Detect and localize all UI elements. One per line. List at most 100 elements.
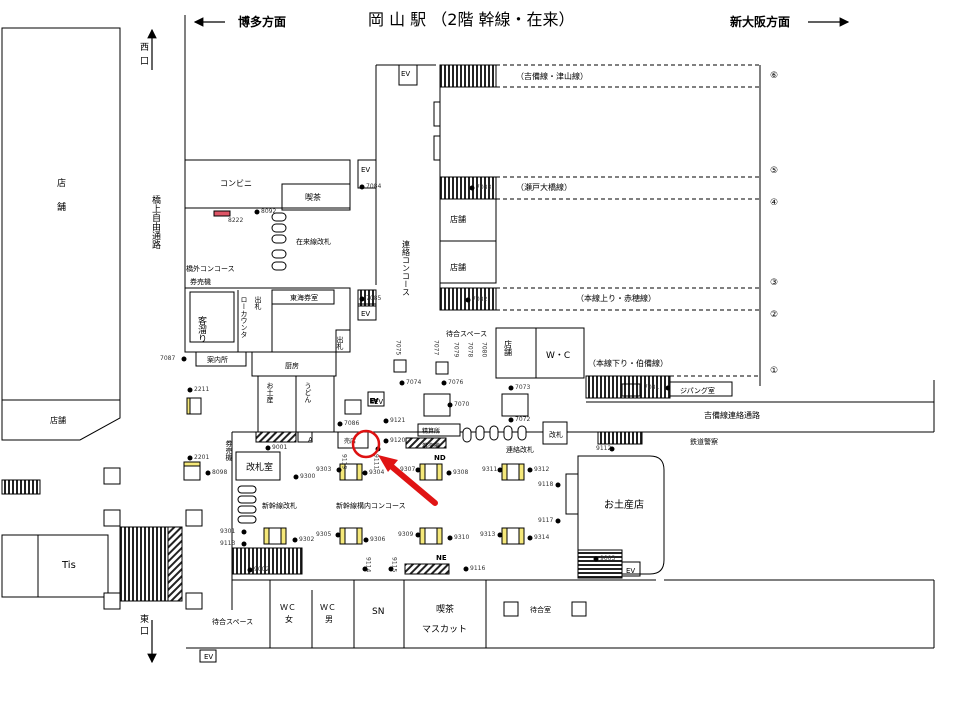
- renraku-concourse-label: 連絡コンコース: [402, 239, 411, 296]
- kaisatsushitsu-label: 改札室: [246, 461, 273, 473]
- svg-text:9116: 9116: [470, 565, 485, 572]
- svg-text:9111: 9111: [373, 454, 380, 469]
- left-pillar: [103, 467, 121, 485]
- omiyage-label: お土産: [266, 382, 274, 404]
- svg-text:7086: 7086: [344, 420, 359, 427]
- free-passage-label: 橋上自由通路: [150, 194, 161, 250]
- seto-ohashi-label: （瀬戸大橋線）: [516, 182, 572, 192]
- svg-text:8222: 8222: [228, 217, 243, 224]
- kissa-muscat-b: マスカット: [422, 624, 467, 635]
- shinkansen-concourse-label: 新幹線構内コンコース: [336, 501, 406, 510]
- low-counter-label: ローカウンタ: [240, 296, 248, 338]
- ne-label: NE: [436, 554, 447, 562]
- sn-label: SN: [372, 607, 384, 617]
- pillars: [183, 397, 525, 545]
- svg-text:7074: 7074: [406, 379, 421, 386]
- shinkansen-gate-stanchions: [237, 485, 257, 524]
- svg-text:9310: 9310: [454, 534, 469, 541]
- shop-label-a: 店舗: [450, 214, 466, 224]
- bottom-rooms: [186, 579, 935, 663]
- svg-text:9121: 9121: [390, 417, 405, 424]
- svg-text:9303: 9303: [316, 466, 331, 473]
- omiyage-store-label: お土産店: [604, 498, 644, 511]
- svg-text:9001: 9001: [272, 444, 287, 451]
- omiyage-store: [565, 383, 665, 579]
- jipangu-label: ジパング室: [680, 386, 715, 395]
- left-shops: [1, 27, 121, 441]
- ev-label-6: EV: [204, 653, 213, 661]
- svg-text:9308: 9308: [453, 469, 468, 476]
- kaisatsu-label: 改札: [549, 430, 563, 439]
- tis-label: Tis: [61, 560, 76, 571]
- east-exit: 東 口: [140, 613, 157, 664]
- ev-label-1: EV: [361, 166, 370, 174]
- svg-text:7073: 7073: [515, 384, 530, 391]
- tis-block: [1, 509, 203, 610]
- wc-female-label-a: ＷＣ: [280, 603, 296, 612]
- svg-text:9112: 9112: [596, 445, 611, 452]
- page-title: 岡 山 駅 （2階 幹線・在来）: [368, 10, 575, 29]
- svg-text:9003: 9003: [600, 555, 615, 562]
- svg-text:7085: 7085: [366, 295, 381, 302]
- svg-text:鉄道警察: 鉄道警察: [690, 437, 718, 446]
- udon-label: うどん: [304, 382, 312, 403]
- west-direction: 博多方面: [238, 14, 286, 29]
- svg-text:9301: 9301: [220, 528, 235, 535]
- platform-4: ④: [770, 198, 778, 208]
- shop-label-c: 店舗: [504, 339, 513, 357]
- svg-text:9002: 9002: [254, 566, 269, 573]
- svg-text:9120: 9120: [390, 437, 405, 444]
- id-markers: 7084 8092 8222 7085 7087 2211 7086 9121 …: [160, 183, 671, 573]
- svg-text:9114: 9114: [365, 557, 372, 572]
- machiai-label: 待合スペース: [446, 329, 487, 338]
- left-stairs: [1, 479, 41, 495]
- deguchi-label-2: 出札: [336, 335, 344, 351]
- svg-text:7082: 7082: [472, 296, 487, 303]
- left-shop-label-b: 舗: [57, 201, 66, 213]
- svg-text:9311: 9311: [482, 466, 497, 473]
- gate-a-label: A: [308, 436, 313, 444]
- svg-text:7084: 7084: [366, 183, 381, 190]
- svg-text:EV: EV: [370, 398, 379, 405]
- ticket-machine-label: 券売機: [190, 277, 211, 286]
- kiosk-label: 売店: [344, 437, 356, 445]
- kitchen-label: 厨房: [285, 361, 299, 370]
- svg-text:7075: 7075: [395, 340, 402, 355]
- platform-5: ⑤: [770, 166, 778, 176]
- shuttle-label: 精算所: [422, 427, 440, 435]
- ev-label-5: EV: [374, 398, 383, 406]
- kissa-label: 喫茶: [305, 192, 321, 202]
- east-direction: 新大阪方面: [730, 14, 790, 29]
- waiting-room-label: 待合室: [530, 605, 551, 614]
- platform-3: ③: [770, 278, 778, 288]
- svg-text:7081: 7081: [644, 384, 659, 391]
- ticket-box-label: 券売機: [422, 442, 440, 450]
- svg-text:8098: 8098: [212, 469, 227, 476]
- location-marker: [351, 429, 438, 506]
- svg-text:9119: 9119: [341, 454, 348, 469]
- kyakudamari-label: 客溜り: [196, 315, 207, 343]
- wc-label: W・C: [546, 351, 570, 361]
- svg-text:7079: 7079: [453, 342, 460, 357]
- left-shop-label-a: 店: [57, 177, 66, 189]
- svg-text:7070: 7070: [454, 401, 469, 408]
- svg-text:2201: 2201: [194, 454, 209, 461]
- shinkansen-concourse: [231, 431, 656, 610]
- west-exit: 西 口: [140, 28, 157, 70]
- west-exit-label-a: 西: [140, 42, 149, 53]
- svg-text:9302: 9302: [299, 536, 314, 543]
- left-ticket-label: 券売機: [225, 439, 233, 462]
- conveni-label: コンビニ: [220, 179, 252, 188]
- svg-text:9314: 9314: [534, 534, 549, 541]
- svg-text:7083: 7083: [476, 184, 491, 191]
- svg-text:9305: 9305: [316, 531, 331, 538]
- svg-text:9309: 9309: [398, 531, 413, 538]
- wc-female-label-b: 女: [285, 614, 293, 624]
- svg-text:7077: 7077: [433, 340, 440, 355]
- svg-text:2211: 2211: [194, 386, 209, 393]
- svg-text:9300: 9300: [300, 473, 315, 480]
- svg-text:9117: 9117: [538, 517, 553, 524]
- ev-label-3: EV: [361, 310, 370, 318]
- svg-text:9113: 9113: [220, 540, 235, 547]
- ev-label-2: EV: [401, 70, 410, 78]
